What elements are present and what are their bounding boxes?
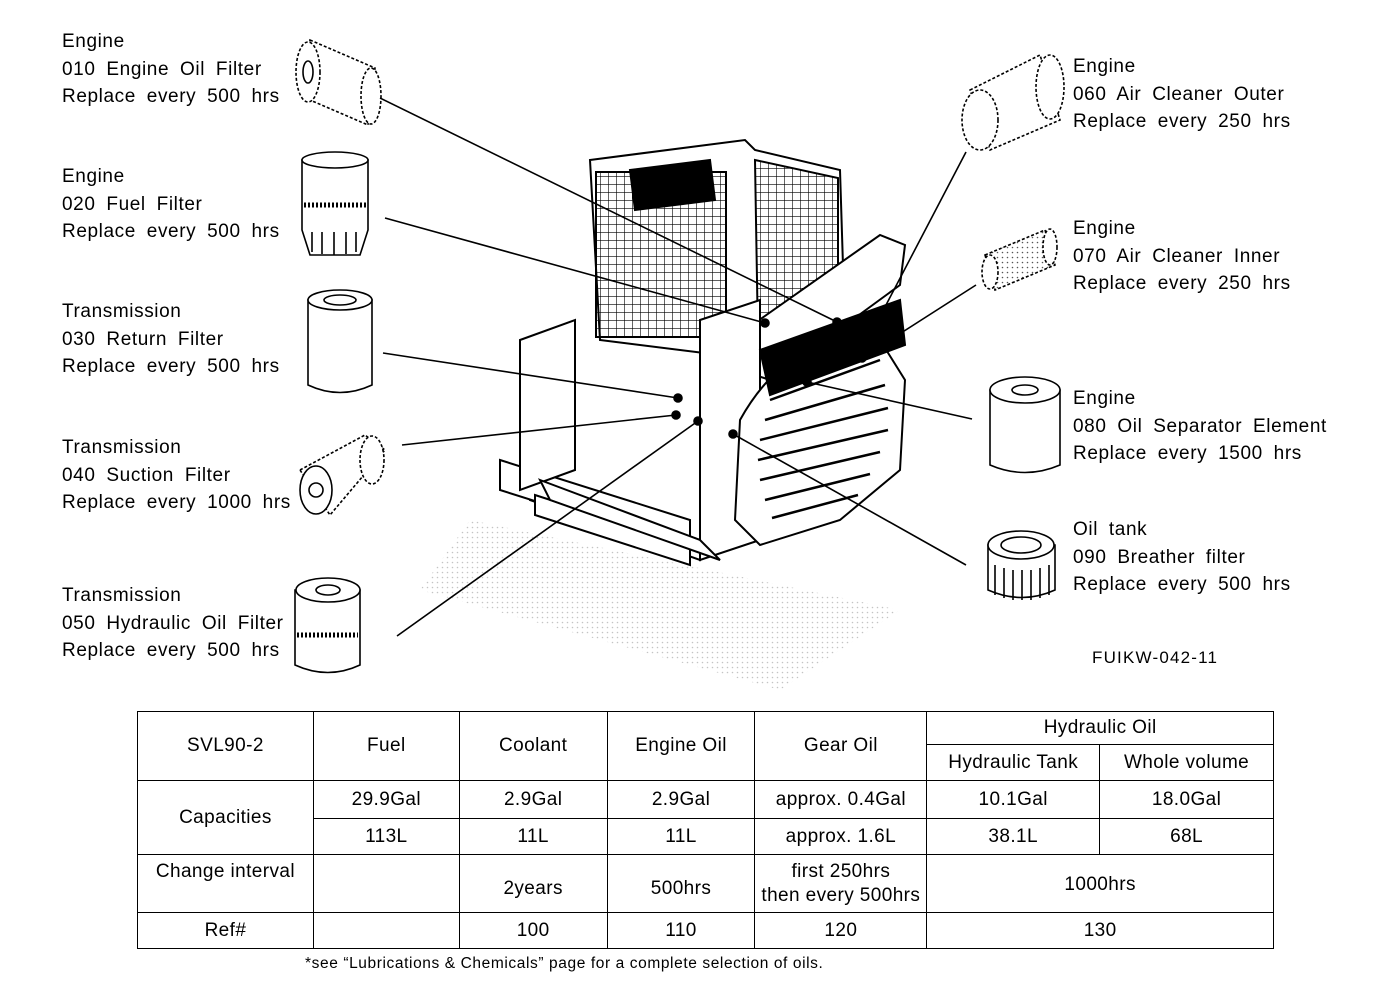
cap-l-coolant: 11L — [458, 818, 608, 855]
callout-090-interval: Replace every 500 hrs — [1073, 574, 1291, 595]
leader-lines — [379, 97, 977, 637]
callout-030-part: 030 Return Filter — [62, 328, 224, 350]
interval-hydraulic: 1000hrs — [926, 854, 1274, 913]
callout-080-system: Engine — [1073, 388, 1136, 409]
cap-l-gear-oil: approx. 1.6L — [754, 818, 928, 855]
cap-l-engine-oil: 11L — [606, 818, 756, 855]
ref-hydraulic: 130 — [926, 912, 1274, 949]
callout-010-part: 010 Engine Oil Filter — [62, 58, 262, 80]
header-hydraulic-tank: Hydraulic Tank — [926, 744, 1101, 781]
callout-040: Transmission 040 Suction Filter Replace … — [62, 434, 291, 517]
callout-030-system: Transmission — [62, 301, 182, 322]
table-row: Capacities 29.9Gal 2.9Gal 2.9Gal approx.… — [137, 780, 1274, 855]
cap-gal-fuel: 29.9Gal — [312, 780, 460, 819]
callout-060-part: 060 Air Cleaner Outer — [1073, 83, 1285, 105]
change-interval-label: Change interval — [137, 854, 314, 913]
table-row: Change interval 2years 500hrs first 250h… — [137, 854, 1274, 913]
fuel-filter-icon — [301, 151, 369, 256]
callout-020-interval: Replace every 500 hrs — [62, 221, 280, 242]
ref-coolant: 100 — [458, 912, 608, 949]
footnote: *see “Lubrications & Chemicals” page for… — [305, 955, 824, 972]
callout-040-part: 040 Suction Filter — [62, 464, 231, 486]
ref-fuel — [312, 912, 460, 949]
model-cell: SVL90-2 — [137, 711, 314, 781]
header-engine-oil: Engine Oil — [606, 711, 756, 781]
interval-coolant: 2years — [458, 854, 608, 913]
interval-fuel — [312, 854, 460, 913]
ref-engine-oil: 110 — [606, 912, 756, 949]
table-row: Ref# 100 110 120 130 — [137, 912, 1274, 949]
interval-gear-oil-line1: first 250hrs — [791, 860, 891, 882]
callout-070: Engine 070 Air Cleaner Inner Replace eve… — [1073, 215, 1291, 298]
callout-020-part: 020 Fuel Filter — [62, 193, 203, 215]
hydraulic-oil-filter-icon — [294, 577, 361, 674]
air-cleaner-inner-icon — [981, 228, 1058, 292]
callout-050-part: 050 Hydraulic Oil Filter — [62, 612, 284, 634]
track-loader-illustration — [420, 138, 907, 690]
callout-070-part: 070 Air Cleaner Inner — [1073, 245, 1281, 267]
suction-filter-icon — [298, 434, 387, 517]
cap-l-whole-volume: 68L — [1099, 818, 1274, 855]
callout-070-interval: Replace every 250 hrs — [1073, 273, 1291, 294]
callout-020: Engine 020 Fuel Filter Replace every 500… — [62, 163, 280, 246]
callout-060-system: Engine — [1073, 56, 1136, 77]
table-subheader-row: Hydraulic Tank Whole volume — [138, 744, 1274, 781]
header-gear-oil: Gear Oil — [754, 711, 928, 781]
header-fuel: Fuel — [312, 711, 460, 781]
callout-010: Engine 010 Engine Oil Filter Replace eve… — [62, 28, 280, 111]
callout-090-part: 090 Breather filter — [1073, 546, 1246, 568]
table-row: 113L 11L 11L approx. 1.6L 38.1L 68L — [138, 818, 1274, 855]
callout-020-system: Engine — [62, 166, 125, 187]
callout-070-system: Engine — [1073, 218, 1136, 239]
callout-010-interval: Replace every 500 hrs — [62, 86, 280, 107]
callout-060: Engine 060 Air Cleaner Outer Replace eve… — [1073, 53, 1291, 136]
callout-090-system: Oil tank — [1073, 519, 1148, 540]
callout-060-interval: Replace every 250 hrs — [1073, 111, 1291, 132]
cap-l-hydraulic-tank: 38.1L — [926, 818, 1101, 855]
engine-oil-filter-icon — [295, 38, 382, 127]
callout-040-interval: Replace every 1000 hrs — [62, 492, 291, 513]
cap-gal-engine-oil: 2.9Gal — [606, 780, 756, 819]
callout-010-system: Engine — [62, 31, 125, 52]
air-cleaner-outer-icon — [961, 53, 1065, 152]
interval-gear-oil-line2: then every 500hrs — [761, 884, 921, 906]
callout-050-interval: Replace every 500 hrs — [62, 640, 280, 661]
header-coolant: Coolant — [458, 711, 608, 781]
cap-gal-hydraulic-tank: 10.1Gal — [926, 780, 1101, 819]
table-header-row: SVL90-2 Fuel Coolant Engine Oil Gear Oil… — [137, 711, 1274, 781]
capacities-table: SVL90-2 Fuel Coolant Engine Oil Gear Oil… — [137, 711, 1274, 949]
callout-030-interval: Replace every 500 hrs — [62, 356, 280, 377]
oil-separator-element-icon — [989, 376, 1061, 474]
callout-090: Oil tank 090 Breather filter Replace eve… — [1073, 516, 1291, 599]
cap-gal-coolant: 2.9Gal — [458, 780, 608, 819]
figure-code: FUIKW-042-11 — [1092, 648, 1219, 667]
callout-030: Transmission 030 Return Filter Replace e… — [62, 298, 280, 381]
callout-080-interval: Replace every 1500 hrs — [1073, 443, 1302, 464]
cap-gal-whole-volume: 18.0Gal — [1099, 780, 1274, 819]
callout-080-part: 080 Oil Separator Element — [1073, 415, 1327, 437]
ref-label: Ref# — [137, 912, 314, 949]
cap-gal-gear-oil: approx. 0.4Gal — [754, 780, 928, 819]
callout-040-system: Transmission — [62, 437, 182, 458]
interval-gear-oil: first 250hrs then every 500hrs — [754, 854, 928, 913]
interval-engine-oil: 500hrs — [606, 854, 756, 913]
capacities-label: Capacities — [137, 780, 314, 855]
callout-080: Engine 080 Oil Separator Element Replace… — [1073, 385, 1327, 468]
header-hydraulic-oil: Hydraulic Oil — [926, 711, 1274, 745]
ref-gear-oil: 120 — [754, 912, 928, 949]
cap-l-fuel: 113L — [312, 818, 460, 855]
breather-filter-icon — [987, 530, 1056, 600]
callout-050-system: Transmission — [62, 585, 182, 606]
callout-050: Transmission 050 Hydraulic Oil Filter Re… — [62, 582, 284, 665]
header-whole-volume: Whole volume — [1099, 744, 1274, 781]
return-filter-icon — [307, 289, 373, 394]
